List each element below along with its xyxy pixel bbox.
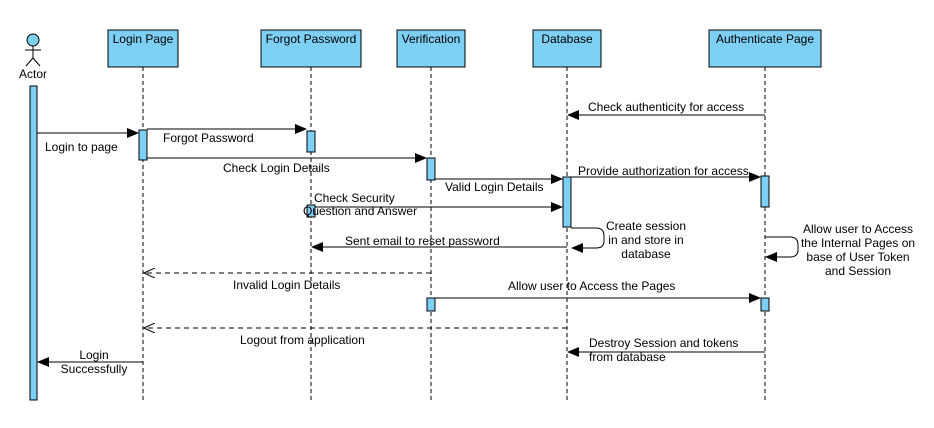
message-label: Logout from application: [240, 333, 365, 347]
message-check-authenticity: Check authenticity for access: [567, 100, 765, 120]
message-label: Allow user to Access the Pages: [508, 279, 675, 293]
message-login-to-page: Login to page: [37, 128, 139, 154]
message-destroy-session: Destroy Session and tokens from database: [567, 336, 765, 364]
participant-login-page: Login Page: [107, 29, 179, 68]
participant-database: Database: [532, 29, 602, 68]
message-provide-authorization: Provide authorization for access: [571, 164, 761, 182]
activation-authenticate-page: [760, 175, 770, 208]
participant-label: Verification: [402, 32, 461, 46]
self-message-line-3: base of User Token: [806, 250, 909, 264]
actor-label: Actor: [19, 67, 47, 81]
self-message-allow-internal-pages: Allow user to Access the Internal Pages …: [765, 222, 915, 278]
self-message-line-1: Allow user to Access: [803, 222, 913, 236]
message-label-line-2: Successfully: [61, 362, 128, 376]
message-label-line-2: Question and Answer: [303, 204, 417, 218]
activation-forgot-password-2: [306, 204, 316, 218]
message-check-login-details: Check Login Details: [147, 153, 427, 175]
message-label-line-2: from database: [589, 350, 666, 364]
activation-database: [562, 176, 572, 228]
actor-figure-icon: [25, 33, 41, 67]
message-label-line-1: Check Security: [314, 191, 395, 205]
message-allow-user-access-pages: Allow user to Access the Pages: [435, 279, 761, 303]
self-message-line-2: the Internal Pages on: [801, 236, 915, 250]
message-label: Sent email to reset password: [345, 234, 500, 248]
message-label-line-1: Destroy Session and tokens: [589, 336, 738, 350]
self-message-line-3: database: [621, 247, 671, 261]
message-label: Provide authorization for access: [578, 164, 749, 178]
participant-label: Authenticate Page: [716, 32, 814, 46]
activation-forgot-password: [306, 130, 316, 153]
message-forgot-password: Forgot Password: [147, 124, 307, 145]
message-check-security-question: Check Security Question and Answer: [303, 191, 563, 218]
message-logout-from-application: Logout from application: [144, 328, 567, 347]
activation-verification-2: [426, 297, 436, 312]
participant-label: Forgot Password: [266, 32, 357, 46]
message-label: Invalid Login Details: [233, 278, 340, 292]
message-label: Check authenticity for access: [588, 100, 744, 114]
message-label: Login to page: [45, 140, 118, 154]
self-message-line-1: Create session: [606, 219, 686, 233]
message-label: Valid Login Details: [445, 180, 544, 194]
actor-activation-bar: [29, 85, 38, 401]
activation-authenticate-page-2: [760, 297, 770, 312]
message-sent-email-reset: Sent email to reset password: [311, 234, 567, 252]
activation-verification: [426, 157, 436, 181]
participant-label: Login Page: [113, 32, 174, 46]
self-message-line-2: in and store in: [608, 233, 683, 247]
self-message-create-session: Create session in and store in database: [571, 219, 686, 261]
participant-label: Database: [541, 32, 593, 46]
activation-login-page: [138, 129, 148, 161]
participant-forgot-password: Forgot Password: [260, 29, 362, 68]
participant-verification: Verification: [396, 29, 466, 68]
self-message-line-4: and Session: [825, 264, 891, 278]
message-label-line-1: Login: [79, 348, 108, 362]
message-label: Forgot Password: [163, 131, 254, 145]
message-invalid-login-details: Invalid Login Details: [144, 273, 431, 292]
message-login-successfully: Login Successfully: [37, 348, 143, 376]
message-label: Check Login Details: [223, 161, 330, 175]
message-valid-login-details: Valid Login Details: [435, 174, 563, 194]
participant-authenticate-page: Authenticate Page: [708, 29, 822, 68]
